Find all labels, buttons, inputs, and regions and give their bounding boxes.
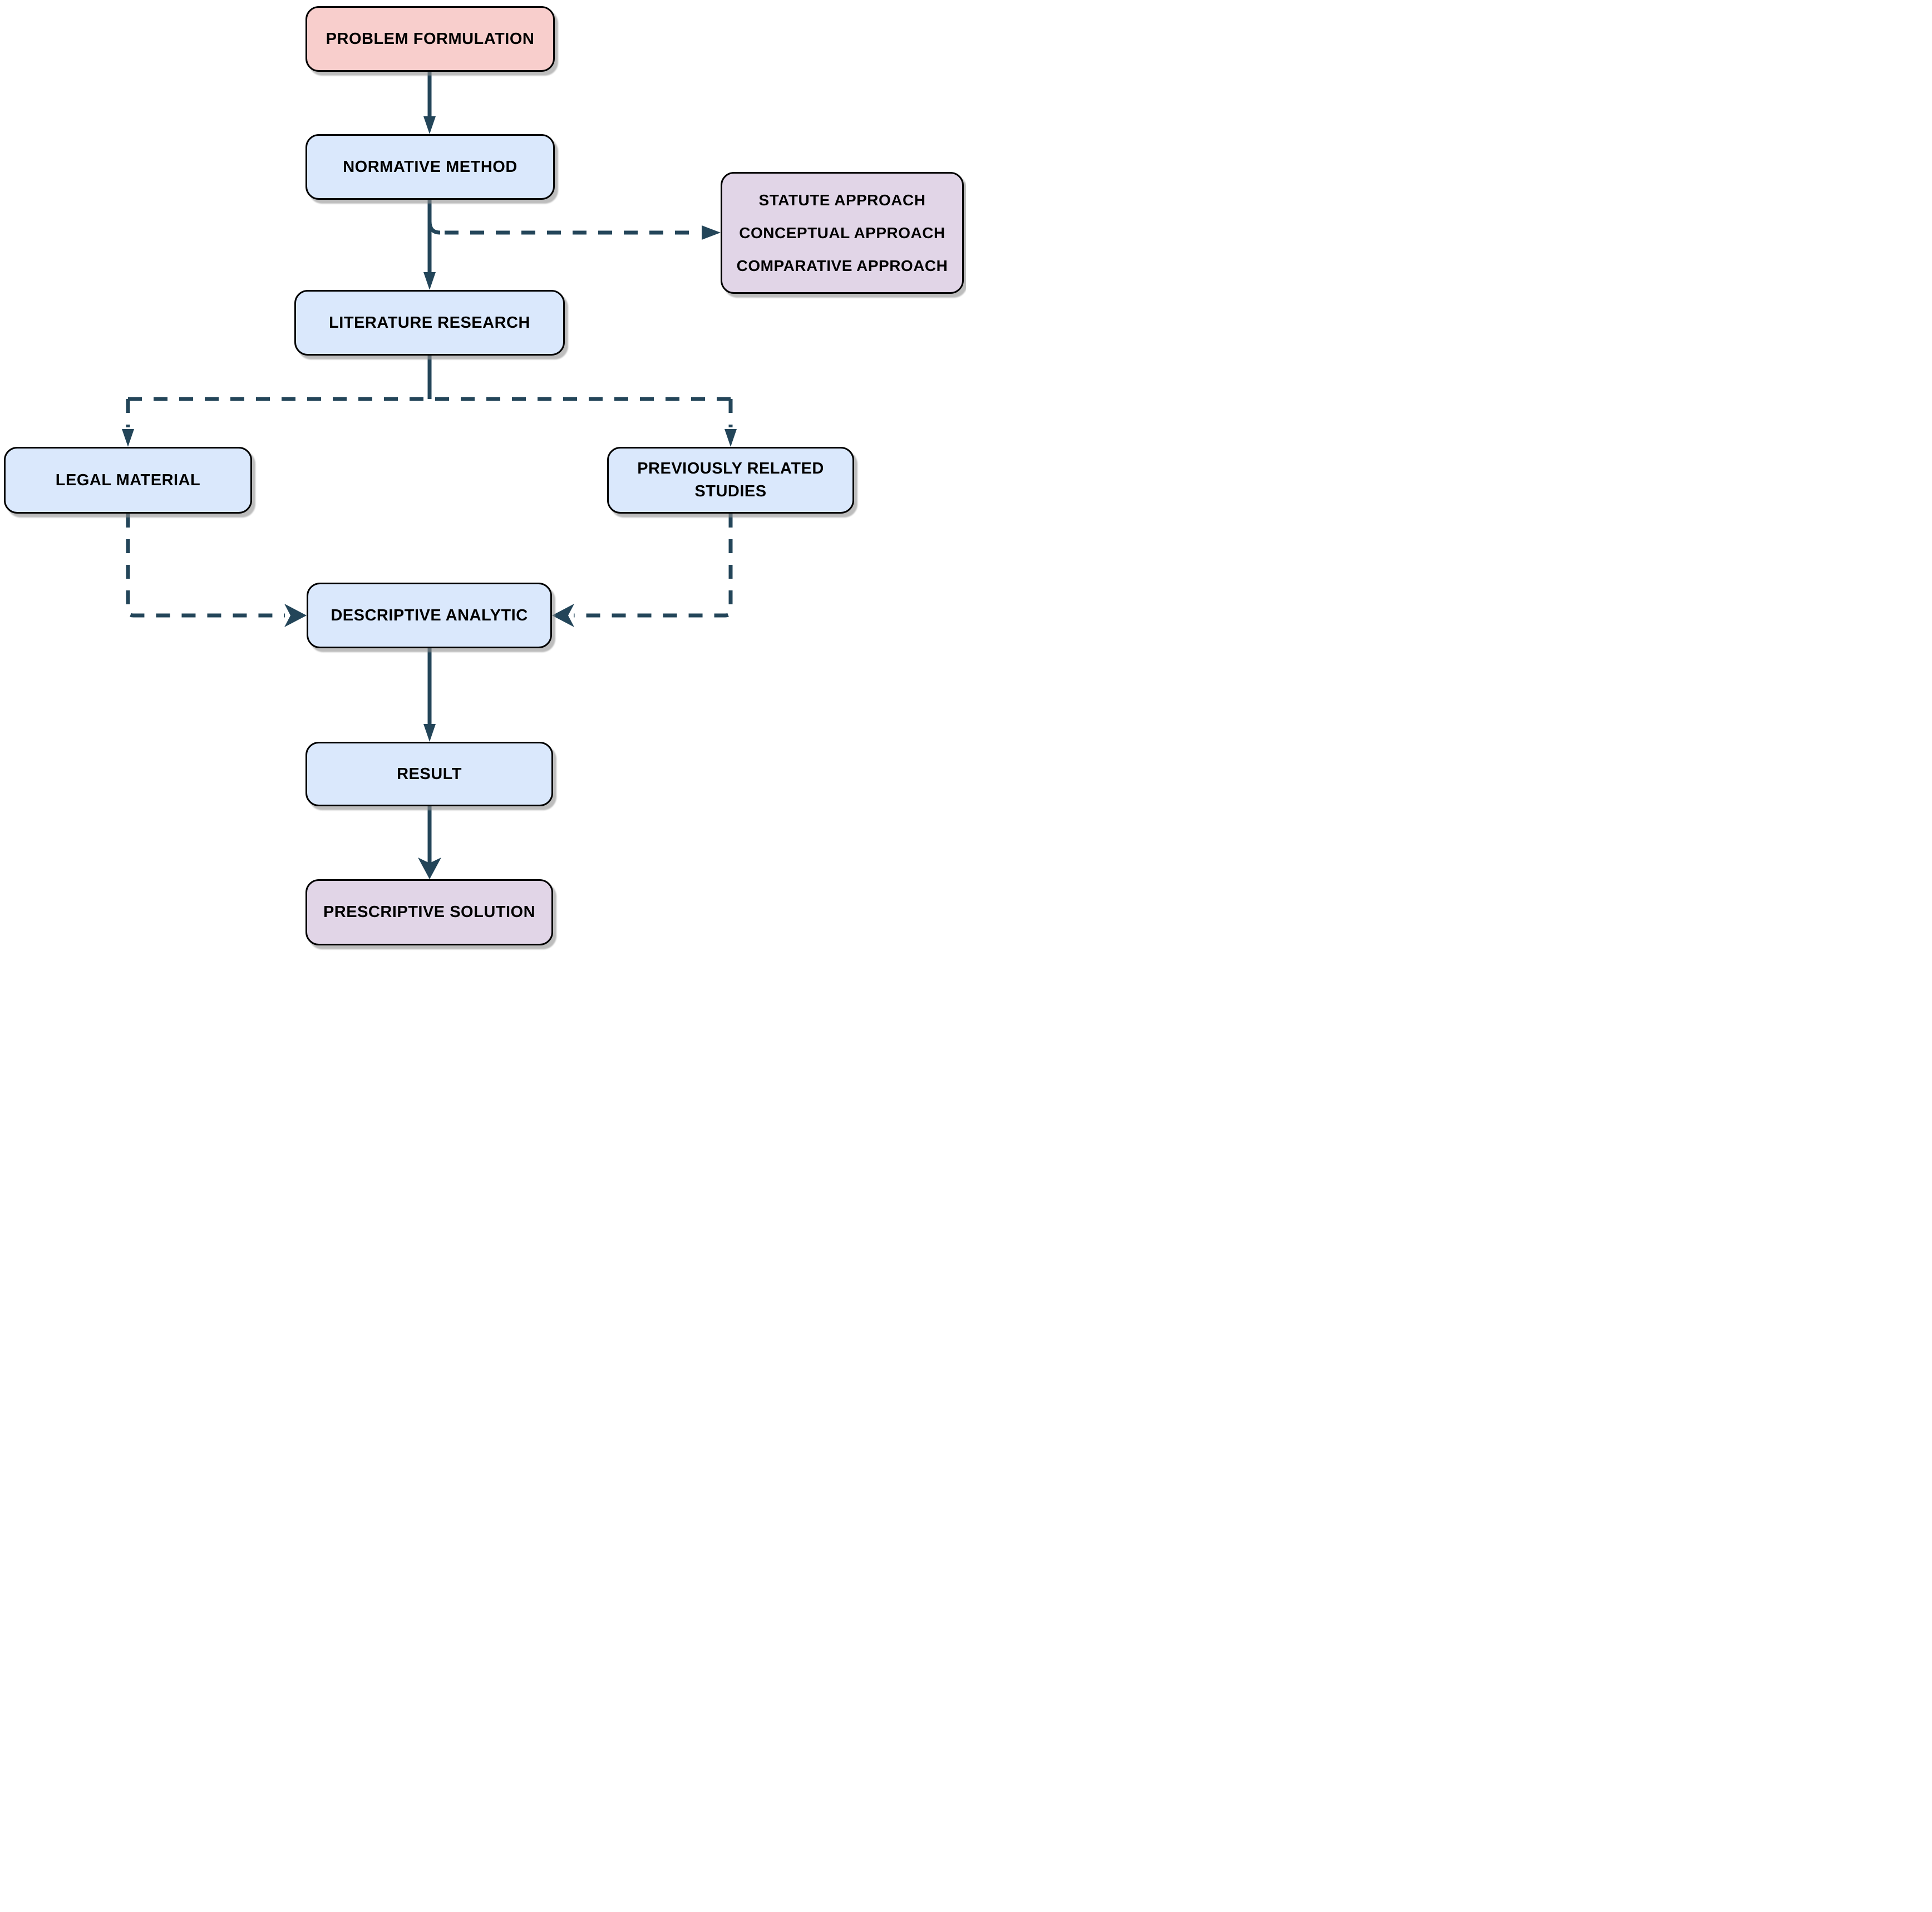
node-problem-formulation: PROBLEM FORMULATION <box>305 6 555 72</box>
node-result: RESULT <box>305 742 553 806</box>
edge-normative-to-approaches-elbow <box>427 221 441 235</box>
arrowhead-into-approaches <box>702 225 721 240</box>
node-previously-related-studies: PREVIOUSLY RELATED STUDIES <box>607 447 854 514</box>
node-approaches: STATUTE APPROACH CONCEPTUAL APPROACH COM… <box>721 172 964 294</box>
node-prescriptive-solution: PRESCRIPTIVE SOLUTION <box>305 879 553 945</box>
node-label: DESCRIPTIVE ANALYTIC <box>331 606 528 624</box>
node-label: LEGAL MATERIAL <box>55 471 201 489</box>
edge-legal-to-descriptive <box>126 514 285 618</box>
node-label: NORMATIVE METHOD <box>343 157 518 176</box>
node-label: RESULT <box>397 765 462 783</box>
flowchart-canvas: PROBLEM FORMULATION NORMATIVE METHOD STA… <box>0 0 966 956</box>
node-label-conceptual-approach: CONCEPTUAL APPROACH <box>739 224 945 242</box>
arrowhead-into-result <box>423 724 436 742</box>
arrowhead-into-previously-related-studies <box>724 429 737 447</box>
arrowhead-into-prescriptive-solution <box>418 858 441 879</box>
node-normative-method: NORMATIVE METHOD <box>305 134 555 200</box>
node-label: LITERATURE RESEARCH <box>329 313 530 332</box>
node-label-comparative-approach: COMPARATIVE APPROACH <box>736 257 948 274</box>
arrowhead-into-literature-research <box>423 272 436 290</box>
edge-previous-to-descriptive <box>574 514 733 618</box>
node-descriptive-analytic: DESCRIPTIVE ANALYTIC <box>307 583 552 648</box>
node-label: PRESCRIPTIVE SOLUTION <box>323 903 536 921</box>
arrowhead-into-normative-method <box>423 116 436 134</box>
connector-layer <box>122 72 737 879</box>
arrowhead-into-legal-material <box>122 429 134 447</box>
arrowhead-into-descriptive-right <box>552 604 574 627</box>
node-label-statute-approach: STATUTE APPROACH <box>758 191 926 209</box>
node-label: PROBLEM FORMULATION <box>326 29 535 48</box>
arrowhead-into-descriptive-left <box>284 604 307 627</box>
node-legal-material: LEGAL MATERIAL <box>4 447 252 514</box>
node-literature-research: LITERATURE RESEARCH <box>294 290 565 356</box>
node-label: PREVIOUSLY RELATED STUDIES <box>637 460 824 500</box>
